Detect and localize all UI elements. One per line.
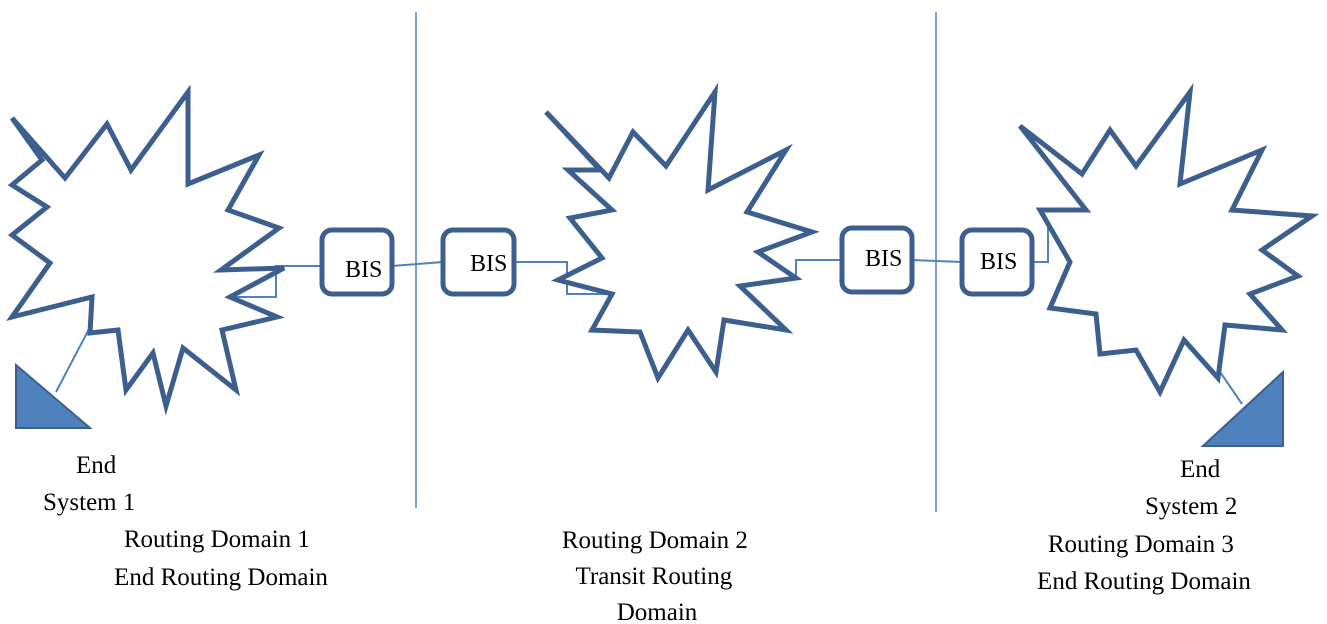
bis-box-4 (959, 227, 1035, 297)
bis-label-4: BIS (980, 249, 1017, 275)
end-system-2-label: End System 2 (1145, 456, 1237, 520)
end-system-1-label: End System 1 (43, 452, 135, 516)
bis-label-2: BIS (470, 251, 507, 277)
link-bis1-bis2 (391, 261, 444, 267)
bis-label-3: BIS (865, 246, 902, 272)
routing-domain-1-cloud (6, 84, 286, 416)
routing-domain-2-cloud (544, 82, 820, 384)
link-bis3-bis4 (911, 259, 963, 263)
bis-label-1: BIS (345, 257, 382, 283)
routing-domain-1-caption: Routing Domain 1 End Routing Domain (114, 526, 328, 591)
bis-box-1 (319, 227, 395, 297)
routing-domain-2-caption: Routing Domain 2 Transit Routing Domain (562, 527, 754, 624)
end-system-1-icon (15, 362, 93, 429)
bis-box-2 (440, 227, 517, 297)
routing-domain-3-caption: Routing Domain 3 End Routing Domain (1037, 531, 1251, 595)
bis-box-3 (839, 225, 915, 295)
end-system-2-icon (1200, 369, 1284, 447)
routing-domain-3-cloud (1018, 82, 1320, 398)
link-cloud1-bis1 (230, 265, 322, 298)
